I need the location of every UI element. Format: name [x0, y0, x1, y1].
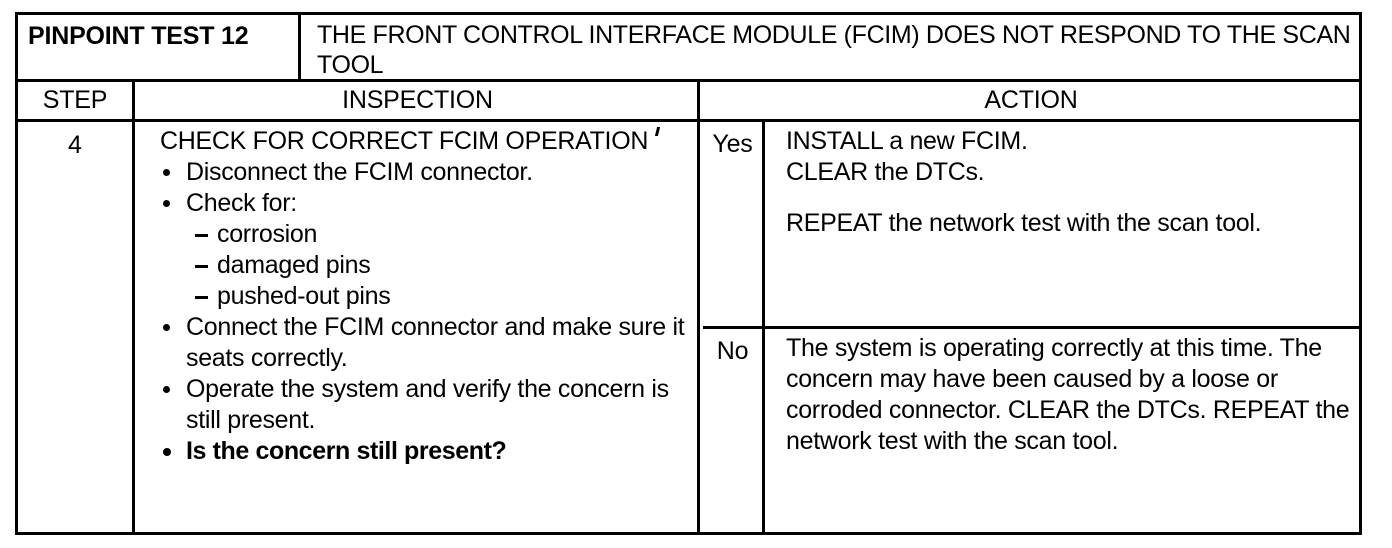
dash-bullet-icon	[195, 234, 208, 237]
bullet-dot-icon	[163, 386, 170, 393]
inspection-question-text: Is the concern still present?	[186, 437, 507, 465]
bullet-dot-icon	[163, 324, 170, 331]
column-header-step: STEP	[18, 82, 135, 119]
dash-bullet-icon	[195, 265, 208, 268]
table-title-row: PINPOINT TEST 12 THE FRONT CONTROL INTER…	[18, 15, 1359, 82]
inspection-bullet-text: Connect the FCIM connector and make sure…	[186, 313, 685, 372]
action-paragraph: The system is operating correctly at thi…	[786, 334, 1350, 455]
inspection-question-item: Is the concern still present?	[160, 436, 691, 467]
inspection-bullet-item: Check for:	[160, 188, 691, 219]
column-header-row: STEP INSPECTION ACTION	[18, 82, 1359, 122]
action-row-no: No The system is operating correctly at …	[703, 329, 1359, 532]
pinpoint-test-description: THE FRONT CONTROL INTERFACE MODULE (FCIM…	[317, 21, 1351, 79]
inspection-sub-list: corrosion damaged pins pushed-out pins	[160, 219, 691, 312]
action-paragraph: INSTALL a new FCIM.	[786, 127, 1028, 155]
action-paragraph: CLEAR the DTCs.	[786, 158, 985, 186]
inspection-bullet-list-continued: Connect the FCIM connector and make sure…	[160, 312, 691, 467]
pinpoint-test-label: PINPOINT TEST 12	[28, 22, 249, 50]
inspection-bullet-list: Disconnect the FCIM connector. Check for…	[160, 157, 691, 219]
inspection-sub-text: pushed-out pins	[217, 282, 391, 310]
inspection-sub-item: damaged pins	[195, 250, 691, 281]
answer-label-no: No	[703, 329, 765, 532]
action-paragraph: REPEAT the network test with the scan to…	[786, 209, 1262, 237]
action-row-yes: Yes INSTALL a new FCIM. CLEAR the DTCs. …	[703, 122, 1359, 329]
step-cell: 4	[18, 122, 135, 532]
action-text-yes: INSTALL a new FCIM. CLEAR the DTCs. REPE…	[768, 122, 1359, 326]
inspection-bullet-text: Check for:	[186, 189, 297, 217]
step-number: 4	[68, 131, 82, 159]
pinpoint-test-table: PINPOINT TEST 12 THE FRONT CONTROL INTER…	[15, 12, 1362, 535]
inspection-bullet-item: Connect the FCIM connector and make sure…	[160, 312, 691, 374]
inspection-sub-text: corrosion	[217, 220, 318, 248]
inspection-bullet-item: Disconnect the FCIM connector.	[160, 157, 691, 188]
inspection-sub-item: pushed-out pins	[195, 281, 691, 312]
pinpoint-test-label-cell: PINPOINT TEST 12	[18, 15, 301, 79]
table-body-row: 4 CHECK FOR CORRECT FCIM OPERATION Disco…	[18, 122, 1359, 532]
dash-bullet-icon	[195, 296, 208, 299]
inspection-cell: CHECK FOR CORRECT FCIM OPERATION Disconn…	[138, 122, 700, 532]
bullet-dot-icon	[163, 448, 171, 456]
column-header-inspection: INSPECTION	[138, 82, 700, 119]
answer-label-yes: Yes	[703, 122, 765, 326]
inspection-bullet-text: Operate the system and verify the concer…	[186, 375, 669, 434]
inspection-heading: CHECK FOR CORRECT FCIM OPERATION	[160, 127, 649, 155]
inspection-sub-text: damaged pins	[217, 251, 371, 279]
inspection-sub-item: corrosion	[195, 219, 691, 250]
bullet-dot-icon	[163, 169, 170, 176]
pinpoint-test-description-cell: THE FRONT CONTROL INTERFACE MODULE (FCIM…	[304, 15, 1359, 79]
inspection-bullet-item: Operate the system and verify the concer…	[160, 374, 691, 436]
column-header-action: ACTION	[984, 86, 1078, 114]
bullet-dot-icon	[163, 200, 170, 207]
action-text-no: The system is operating correctly at thi…	[768, 329, 1359, 532]
inspection-bullet-text: Disconnect the FCIM connector.	[186, 158, 533, 186]
action-cell: Yes INSTALL a new FCIM. CLEAR the DTCs. …	[703, 122, 1359, 532]
